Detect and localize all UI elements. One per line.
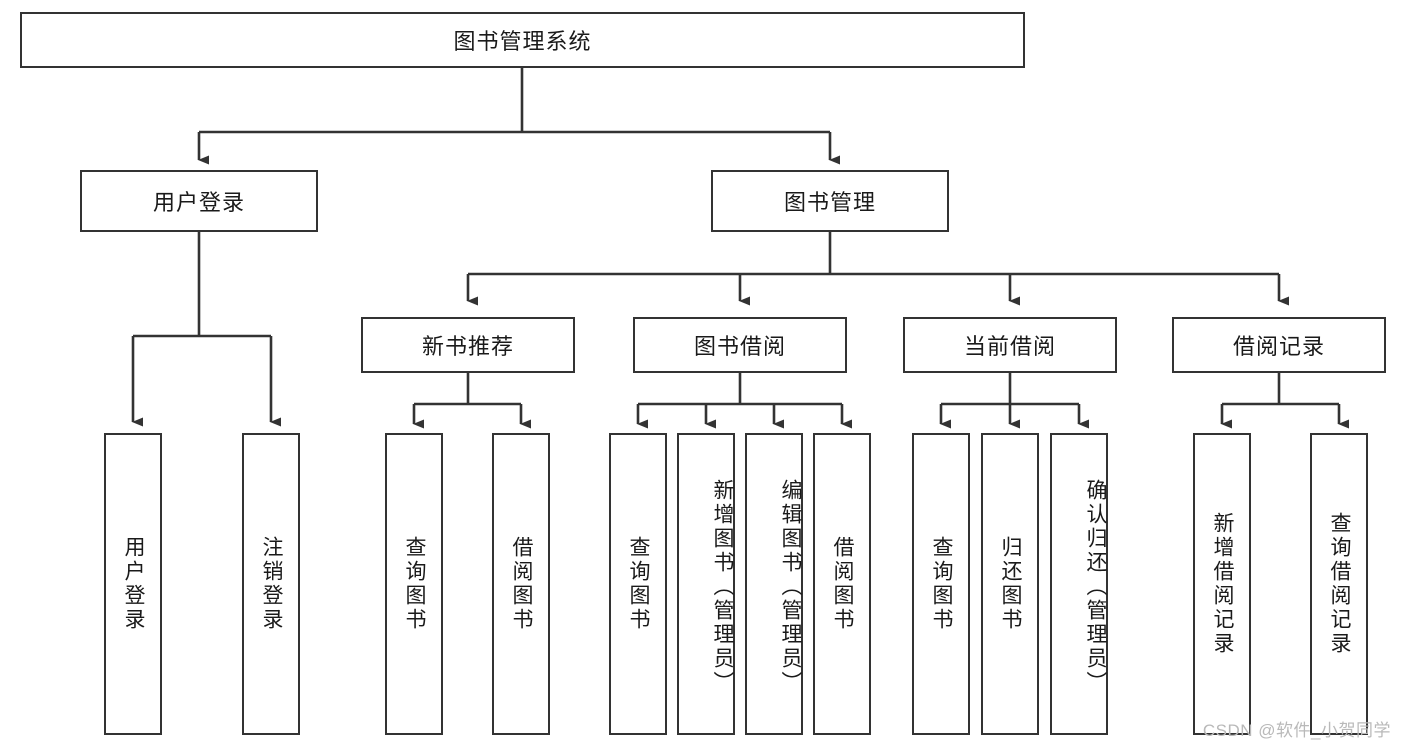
leaf-book-borrow-borrow-book[interactable]: 借阅图书 — [813, 433, 871, 735]
node-current-borrow[interactable]: 当前借阅 — [903, 317, 1117, 373]
node-label: 用户登录 — [152, 190, 245, 215]
node-label: 图书借阅 — [693, 334, 786, 359]
watermark-text: CSDN @软件_小贺同学 — [1202, 721, 1391, 740]
node-root-book-management-system[interactable]: 图书管理系统 — [20, 12, 1025, 68]
node-user-login[interactable]: 用户登录 — [80, 170, 318, 232]
node-label: 查询图书 — [403, 536, 427, 632]
leaf-user-login-login[interactable]: 用户登录 — [104, 433, 162, 735]
node-book-management[interactable]: 图书管理 — [711, 170, 949, 232]
node-label: 编辑图书（管理员） — [779, 479, 802, 695]
node-label: 借阅记录 — [1232, 334, 1325, 359]
node-label: 用户登录 — [122, 536, 146, 632]
node-label: 借阅图书 — [831, 536, 855, 632]
node-label: 新增借阅记录 — [1211, 512, 1235, 656]
node-label: 借阅图书 — [510, 536, 534, 632]
leaf-current-borrow-confirm-return-admin[interactable]: 确认归还（管理员） — [1050, 433, 1108, 735]
node-book-borrow[interactable]: 图书借阅 — [633, 317, 847, 373]
node-label: 当前借阅 — [963, 334, 1056, 359]
node-label: 图书管理 — [783, 190, 876, 215]
node-label: 归还图书 — [999, 536, 1023, 632]
leaf-book-borrow-query-book[interactable]: 查询图书 — [609, 433, 667, 735]
node-new-book-recommend[interactable]: 新书推荐 — [361, 317, 575, 373]
leaf-current-borrow-query-book[interactable]: 查询图书 — [912, 433, 970, 735]
leaf-new-book-borrow-book[interactable]: 借阅图书 — [492, 433, 550, 735]
leaf-book-borrow-add-book-admin[interactable]: 新增图书（管理员） — [677, 433, 735, 735]
node-label: 确认归还（管理员） — [1084, 479, 1107, 695]
node-label: 新增图书（管理员） — [711, 479, 734, 695]
node-borrow-record[interactable]: 借阅记录 — [1172, 317, 1386, 373]
leaf-borrow-record-query-record[interactable]: 查询借阅记录 — [1310, 433, 1368, 735]
leaf-book-borrow-edit-book-admin[interactable]: 编辑图书（管理员） — [745, 433, 803, 735]
node-label: 图书管理系统 — [453, 29, 592, 54]
leaf-user-login-logout[interactable]: 注销登录 — [242, 433, 300, 735]
node-label: 查询借阅记录 — [1328, 512, 1352, 656]
leaf-new-book-query-book[interactable]: 查询图书 — [385, 433, 443, 735]
node-label: 注销登录 — [260, 536, 284, 632]
node-label: 查询图书 — [627, 536, 651, 632]
node-label: 新书推荐 — [421, 334, 514, 359]
leaf-borrow-record-add-record[interactable]: 新增借阅记录 — [1193, 433, 1251, 735]
node-label: 查询图书 — [930, 536, 954, 632]
leaf-current-borrow-return-book[interactable]: 归还图书 — [981, 433, 1039, 735]
